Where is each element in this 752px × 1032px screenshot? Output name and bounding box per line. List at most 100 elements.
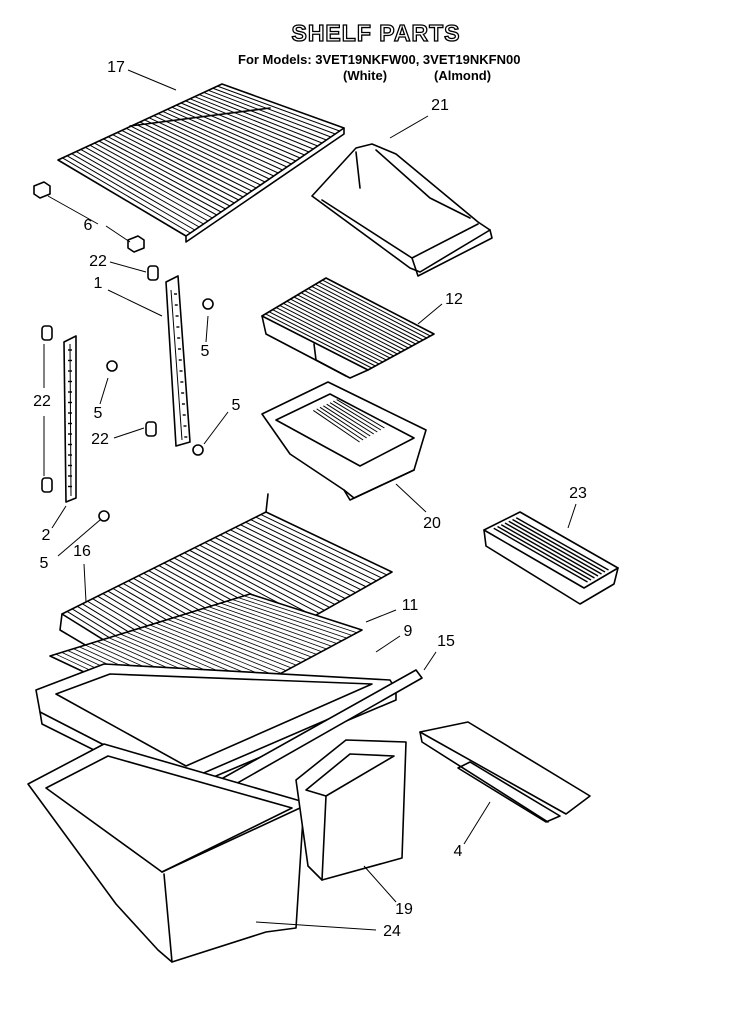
drawer-cover-small [261, 277, 435, 379]
callout-11: 11 [401, 597, 419, 614]
screws [98, 298, 214, 522]
meat-drawer [261, 381, 427, 501]
drawing-stroke [158, 113, 283, 171]
variant-white-label: (White) [343, 68, 388, 83]
drawing-stroke [504, 522, 599, 577]
drawing-stroke [80, 149, 209, 222]
callout-6: 6 [83, 217, 93, 234]
callout-1: 1 [93, 275, 103, 292]
drawing-stroke [493, 527, 588, 583]
drawing-stroke [89, 144, 217, 216]
drawing-stroke [202, 608, 322, 653]
drawing-stroke [162, 110, 288, 168]
drawing-stroke [304, 290, 413, 347]
callout-22-lower: 22 [91, 431, 109, 448]
drawing-stroke [255, 516, 382, 579]
shelf-end-caps [33, 181, 145, 253]
drawing-stroke [167, 619, 292, 669]
drawing-stroke [116, 132, 244, 198]
drawing-stroke [155, 622, 282, 674]
drawing-stroke [243, 595, 358, 634]
callout-5-left-upper: 5 [93, 405, 103, 422]
callout-20: 20 [423, 515, 441, 532]
drawing-stroke [176, 104, 301, 159]
drawing-stroke [199, 94, 323, 144]
callout-17: 17 [107, 59, 125, 76]
drawing-stroke [143, 626, 272, 680]
drawing-stroke [203, 91, 327, 141]
drawing-stroke [326, 403, 375, 435]
callout-12: 12 [445, 291, 463, 308]
drawing-stroke [209, 539, 336, 605]
drawing-stroke [71, 153, 200, 228]
drawing-stroke [508, 520, 602, 575]
drawing-stroke [189, 549, 315, 617]
callout-22-left: 22 [33, 393, 51, 410]
wire-shelf-top [57, 83, 345, 243]
drawing-stroke [185, 613, 307, 661]
ice-tray [483, 511, 619, 605]
drawing-stroke [196, 610, 317, 655]
drawing-stroke [224, 531, 351, 597]
drawing-stroke [62, 157, 191, 234]
drawing-stroke [319, 406, 367, 439]
drawing-stroke [230, 529, 356, 594]
callout-5-right-lower: 5 [231, 397, 241, 414]
callout-4: 4 [453, 843, 463, 860]
drawing-stroke [144, 119, 270, 180]
drawing-stroke [126, 127, 253, 192]
drawing-stroke [316, 408, 364, 441]
drawing-stroke [272, 309, 380, 365]
crisper-right [295, 739, 407, 881]
drawing-stroke [171, 106, 296, 162]
variant-almond-label: (Almond) [434, 68, 492, 83]
ladder-rail-left [63, 335, 77, 503]
drawing-stroke [103, 138, 231, 207]
drawing-stroke [85, 146, 213, 219]
callout-22-upper: 22 [89, 253, 107, 270]
drawing-stroke [112, 134, 239, 201]
drawing-stroke [185, 100, 310, 153]
drawing-stroke [329, 402, 378, 433]
ladder-rail-right [165, 275, 191, 447]
drawing-stroke [311, 286, 420, 343]
drawing-stroke [179, 615, 302, 663]
leader-lines [43, 69, 577, 931]
drawing-stroke [214, 604, 332, 647]
callout-9: 9 [403, 623, 413, 640]
drawing-stroke [220, 602, 337, 644]
drawing-stroke [512, 518, 606, 573]
drawing-stroke [217, 85, 340, 132]
drawing-stroke [161, 620, 287, 671]
drawing-stroke [240, 524, 367, 588]
drawing-stroke [313, 410, 360, 443]
drawing-stroke [148, 117, 274, 177]
callout-19: 19 [395, 901, 413, 918]
drawing-stroke [66, 155, 196, 231]
drawing-stroke [265, 313, 372, 369]
drawing-stroke [219, 534, 346, 599]
drawing-stroke [194, 96, 318, 147]
drawing-stroke [315, 283, 424, 341]
drawing-stroke [238, 597, 353, 636]
drawing-stroke [268, 311, 376, 367]
drawing-stroke [322, 279, 431, 337]
drawing-stroke [194, 547, 320, 614]
drawing-stroke [300, 292, 409, 349]
drawing-stroke [199, 544, 325, 611]
drawing-stroke [290, 298, 398, 355]
drawing-stroke [98, 140, 226, 210]
drawing-stroke [208, 606, 327, 650]
drawing-stroke [307, 288, 416, 345]
callout-15: 15 [437, 633, 455, 650]
callout-5-left-lower: 5 [39, 555, 49, 572]
drawing-stroke [214, 537, 341, 602]
drawing-stroke [260, 514, 388, 576]
drawing-stroke [94, 142, 222, 213]
page-title: SHELF PARTS [291, 19, 461, 46]
drawing-stroke [275, 307, 383, 363]
callout-2: 2 [41, 527, 51, 544]
callout-24: 24 [383, 923, 401, 940]
